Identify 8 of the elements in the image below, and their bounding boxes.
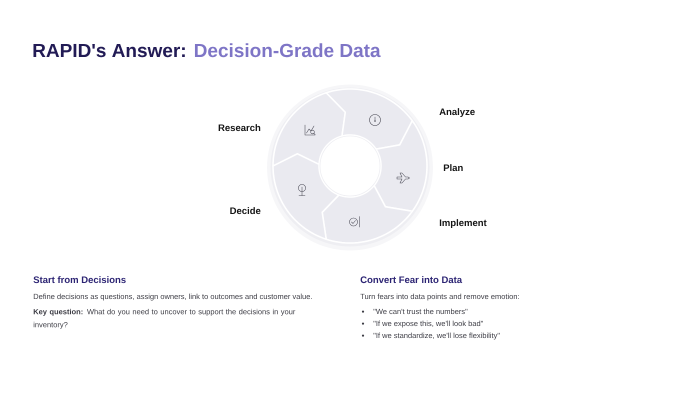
step-label: Research xyxy=(218,124,260,132)
section-heading: Start from Decisions xyxy=(33,276,126,284)
step-label: Decide xyxy=(230,207,260,214)
step-label: Analyze xyxy=(439,108,475,117)
title: RAPID's Answer: Decision-Grade Data xyxy=(33,43,381,58)
step-label: Implement xyxy=(440,219,487,228)
step-label: Plan xyxy=(444,164,463,172)
section-heading: Convert Fear into Data xyxy=(360,276,462,284)
